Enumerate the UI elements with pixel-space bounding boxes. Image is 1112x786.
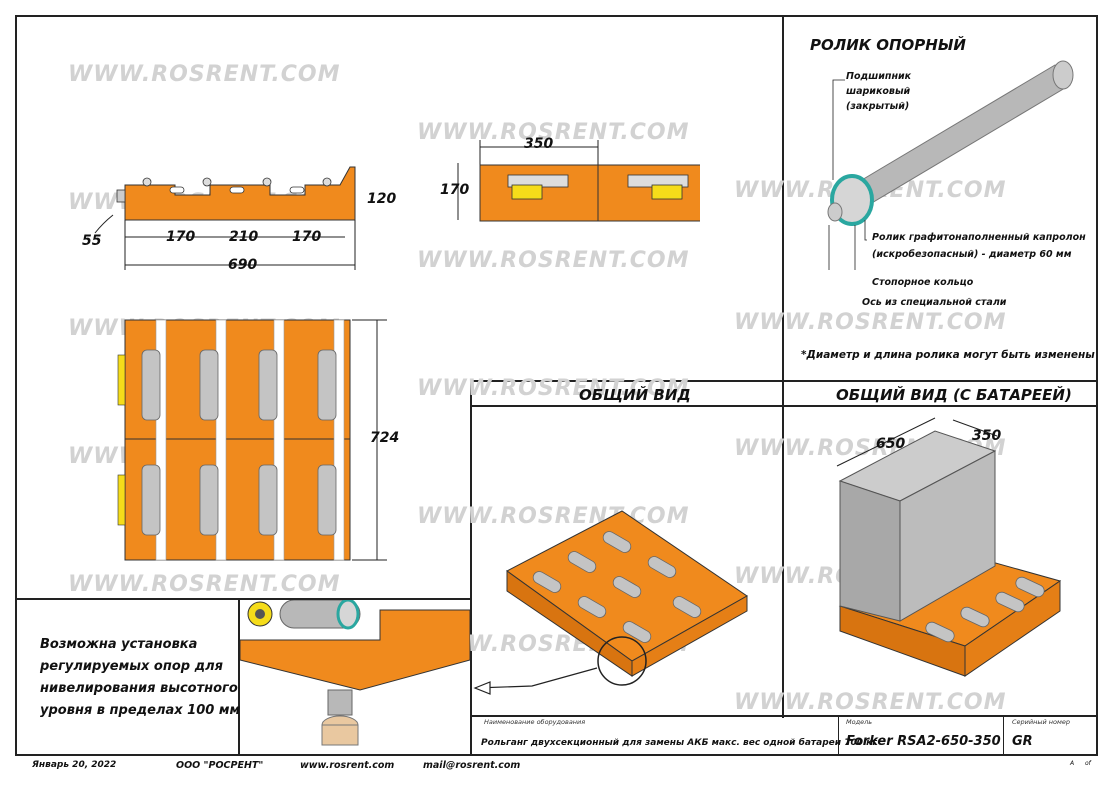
note-line: нивелирования высотного [40, 681, 238, 696]
dim-724: 724 [370, 430, 400, 446]
equipment-value: Рольганг двухсекционный для замены АКБ м… [481, 738, 877, 748]
note-line: уровня в пределах 100 мм [40, 703, 241, 718]
battery-view-drawing [836, 417, 1062, 677]
watermark: WWW.ROSRENT.COM [417, 376, 690, 401]
roller-label: Подшипник [846, 71, 912, 82]
dim-650: 650 [876, 436, 906, 452]
side-view-drawing [457, 140, 700, 222]
footer-page-a: A [1070, 760, 1075, 767]
foot-detail-drawing [240, 600, 470, 746]
watermark: WWW.ROSRENT.COM [68, 62, 341, 87]
footer-date: Январь 20, 2022 [32, 760, 117, 770]
roller-label: Стопорное кольцо [872, 277, 974, 288]
dim-170-side: 170 [440, 182, 470, 198]
note-line: Возможна установка [40, 637, 198, 652]
model-caption: Модель [846, 718, 873, 726]
roller-label: (искробезопасный) - диаметр 60 мм [872, 249, 1072, 260]
title-block-col1 [838, 715, 839, 756]
roller-label: Ролик графитонаполненный капролон [872, 232, 1086, 243]
roller-title: РОЛИК ОПОРНЫЙ [810, 36, 966, 54]
drawing-frame [15, 15, 1098, 756]
dim-350-battery: 350 [972, 428, 1002, 444]
footer-company: ООО "РОСРЕНТ" [176, 760, 264, 771]
views-top-divider [470, 380, 1098, 382]
equipment-caption: Наименование оборудования [484, 718, 586, 726]
serial-value: GR [1012, 734, 1033, 749]
roller-panel-divider [782, 15, 784, 718]
front-view-drawing [116, 166, 356, 221]
views-header-divider [470, 405, 1098, 407]
watermark: WWW.ROSRENT.COM [417, 504, 690, 529]
adjustable-feet-note: Возможна установка регулируемых опор для… [40, 634, 240, 722]
watermark: WWW.ROSRENT.COM [734, 310, 1007, 335]
roller-footnote: *Диаметр и длина ролика могут быть измен… [801, 349, 1095, 361]
roller-label: шариковый [846, 86, 911, 97]
title-block-col2 [1003, 715, 1004, 756]
dim-350-side: 350 [524, 136, 554, 152]
watermark: WWW.ROSRENT.COM [417, 120, 690, 145]
note-box-divider [238, 598, 240, 756]
footer-website[interactable]: www.rosrent.com [300, 760, 395, 771]
dim-120: 120 [367, 191, 397, 207]
footer-email[interactable]: mail@rosrent.com [423, 760, 521, 771]
general-view-title: ОБЩИЙ ВИД [579, 386, 691, 404]
serial-caption: Серийный номер [1012, 718, 1071, 726]
dim-170-left: 170 [166, 229, 196, 245]
roller-label: Ось из специальной стали [862, 297, 1007, 308]
front-view-dim-lines [94, 214, 356, 270]
battery-view-title: ОБЩИЙ ВИД (С БАТАРЕЕЙ) [836, 386, 1072, 404]
model-value: Forker RSA2-650-350 [846, 734, 1001, 749]
watermark: WWW.ROSRENT.COM [734, 690, 1007, 715]
views-left-border [470, 380, 472, 756]
roller-drawing [827, 60, 1074, 270]
watermark: WWW.ROSRENT.COM [68, 572, 341, 597]
watermark: WWW.ROSRENT.COM [417, 248, 690, 273]
note-box-top [15, 598, 472, 600]
top-view-drawing [117, 319, 387, 561]
dim-210: 210 [229, 229, 259, 245]
general-view-drawing [473, 510, 748, 695]
dim-55: 55 [82, 233, 102, 249]
dim-170-right: 170 [292, 229, 322, 245]
note-line: регулируемых опор для [40, 659, 223, 674]
title-block-top [470, 715, 1098, 717]
footer-page-of: of [1085, 760, 1091, 767]
dim-690: 690 [228, 257, 258, 273]
roller-label: (закрытый) [846, 101, 910, 112]
